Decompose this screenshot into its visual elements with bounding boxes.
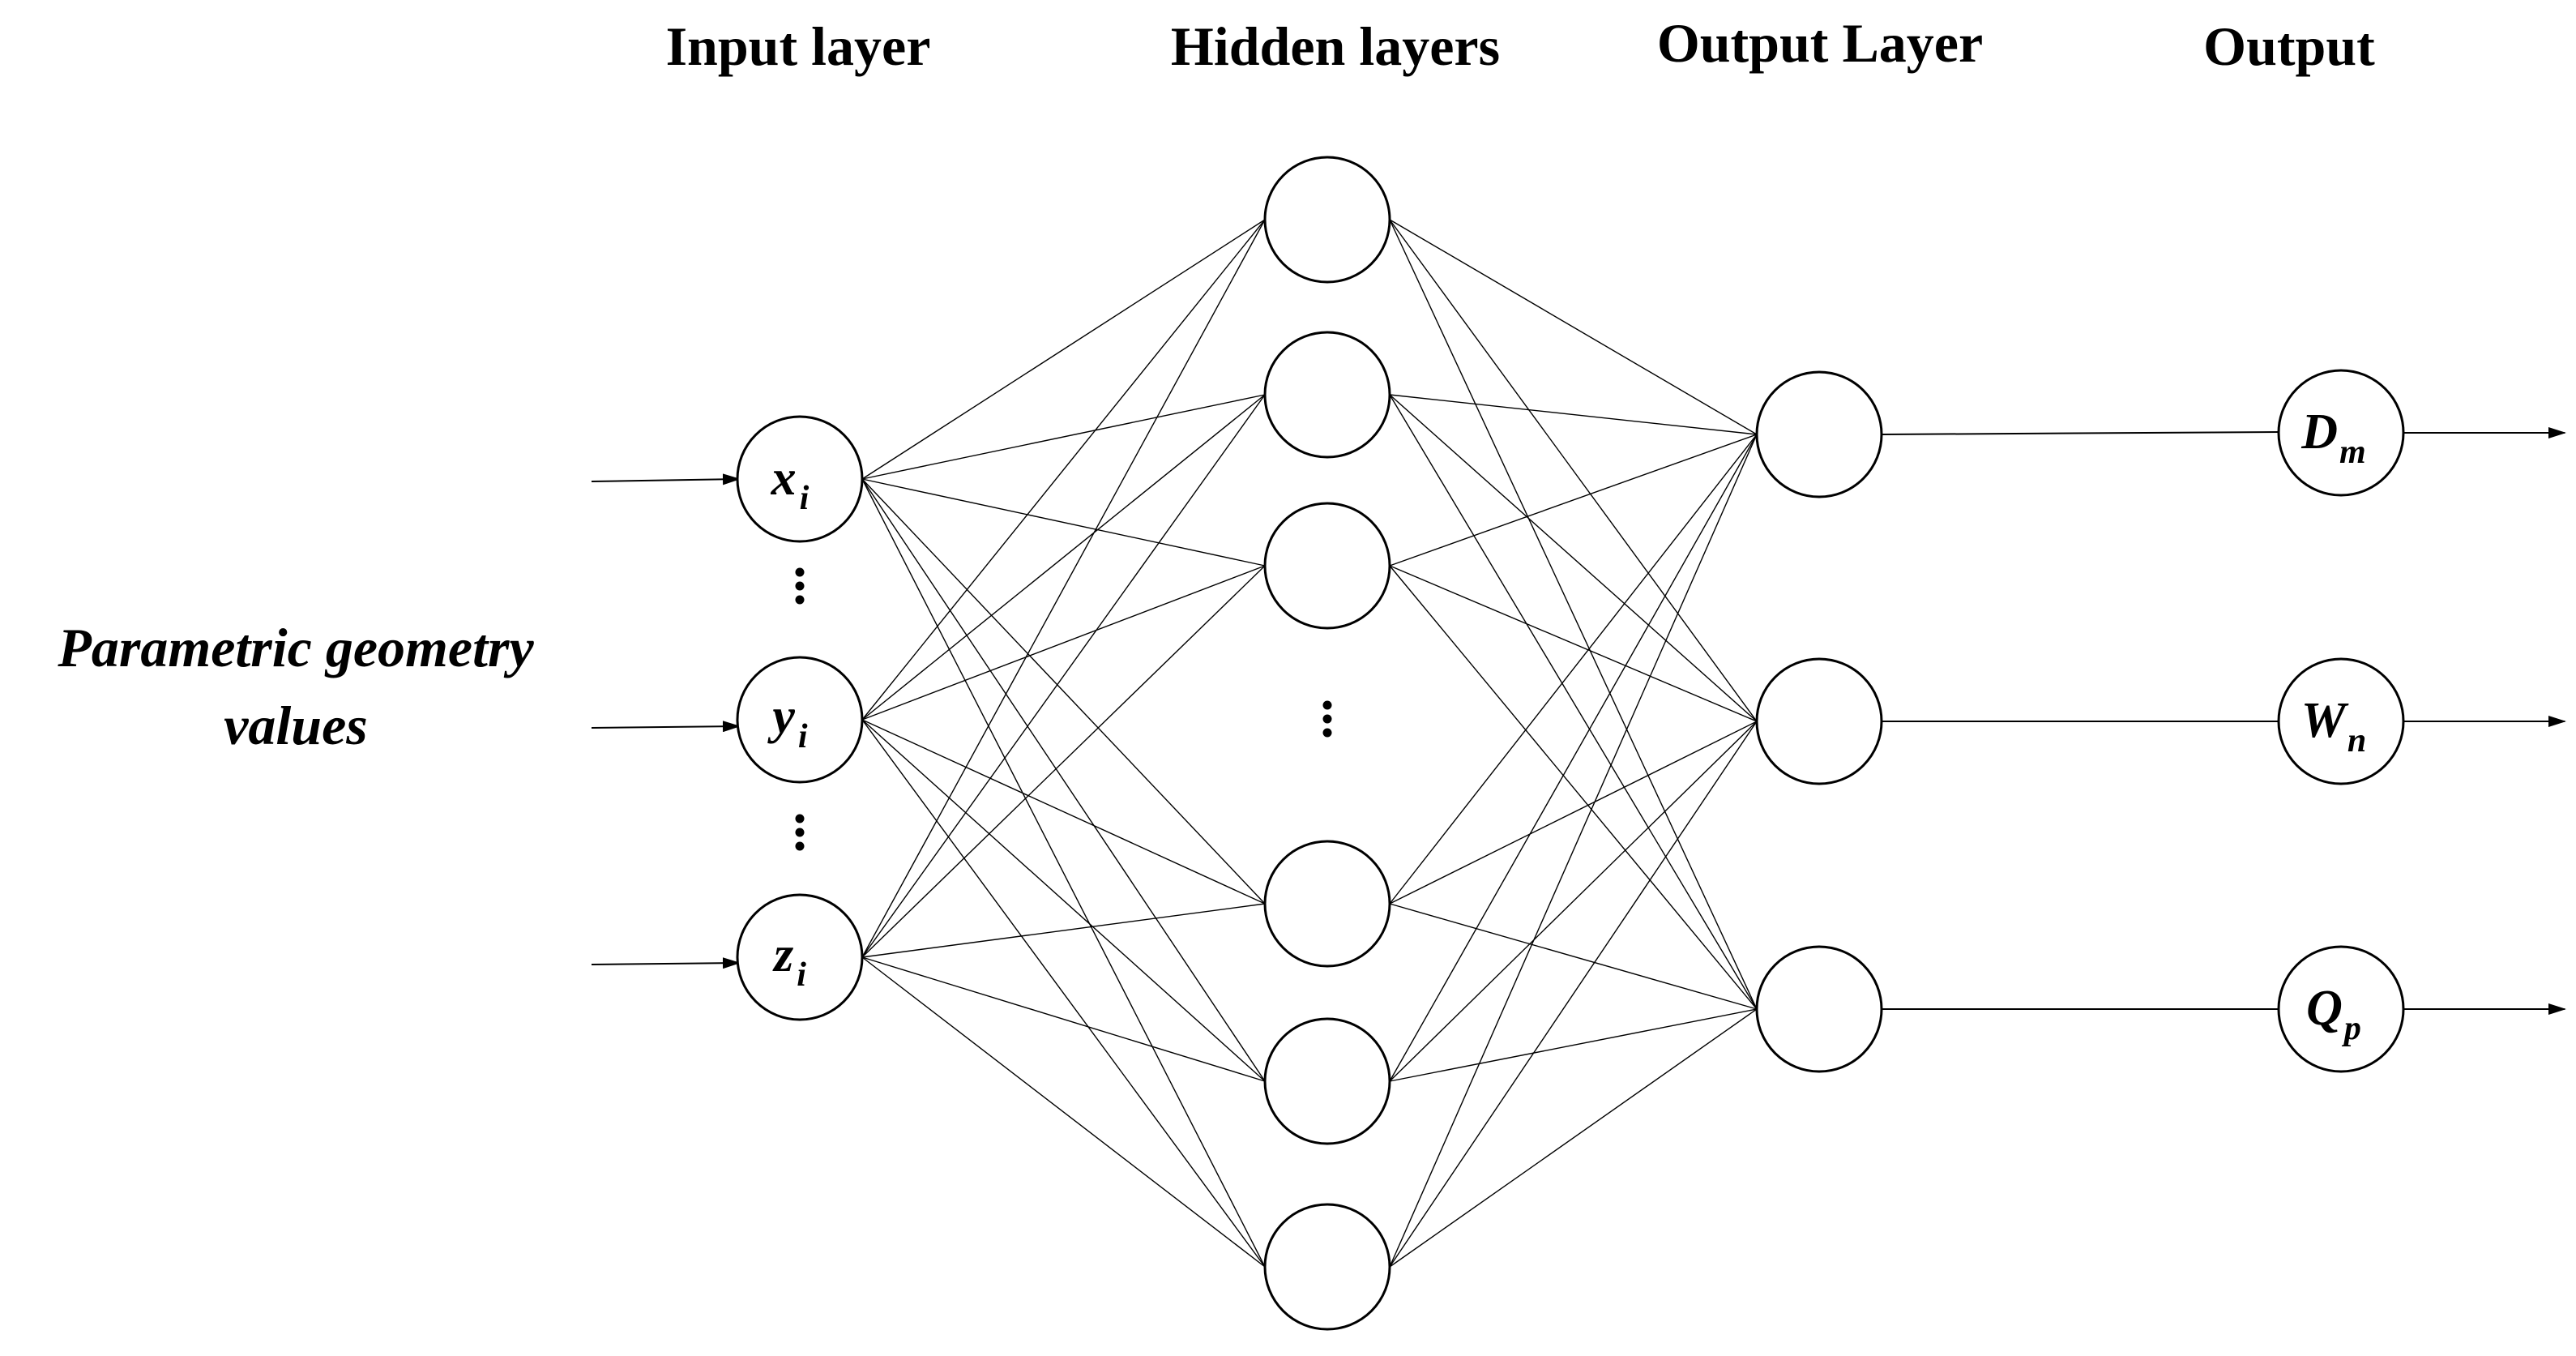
connection-input-1-hidden-0 <box>861 219 1266 721</box>
connection-input-0-hidden-3 <box>861 478 1266 905</box>
input-arrow-z <box>591 957 741 969</box>
connection-hidden-2-output-2 <box>1389 565 1758 1010</box>
connection-input-2-hidden-5 <box>861 956 1266 1268</box>
hidden-node-4 <box>1263 840 1391 968</box>
output-node-d <box>2277 369 2405 497</box>
hidden-node-3 <box>1263 502 1391 630</box>
input-node-x <box>736 415 864 543</box>
connection-input-1-hidden-5 <box>861 719 1266 1268</box>
input-node-y <box>736 656 864 784</box>
connection-hidden-1-output-1 <box>1389 394 1758 722</box>
hidden-node-2 <box>1263 331 1391 459</box>
connection-input-0-hidden-4 <box>861 478 1266 1082</box>
side-label-line2: values <box>224 695 368 756</box>
connection-hidden-3-output-1 <box>1389 721 1758 905</box>
connection-hidden-4-output-1 <box>1389 721 1758 1082</box>
hidden-node-5 <box>1263 1017 1391 1145</box>
connection-input-2-hidden-1 <box>861 394 1266 958</box>
connection-hidden-1-output-2 <box>1389 394 1758 1010</box>
input-label-x: xi <box>771 451 810 517</box>
connection-input-0-hidden-5 <box>861 478 1266 1268</box>
ellipsis-input-lower <box>795 814 805 851</box>
connection-hidden-4-output-2 <box>1389 1008 1758 1082</box>
output-layer-node-2 <box>1755 657 1883 785</box>
output-line-d <box>1881 431 2279 435</box>
side-label-line1: Parametric geometry <box>57 617 534 678</box>
connection-input-2-hidden-0 <box>861 219 1266 958</box>
output-header: Output <box>2203 15 2375 77</box>
connection-hidden-0-output-2 <box>1389 219 1758 1010</box>
hidden-layers-header: Hidden layers <box>1171 15 1500 77</box>
connections <box>861 219 1758 1268</box>
output-node-w <box>2277 657 2405 785</box>
connection-hidden-0-output-0 <box>1389 219 1758 435</box>
connection-input-2-hidden-4 <box>861 956 1266 1082</box>
output-layer-node-3 <box>1755 945 1883 1073</box>
connection-hidden-5-output-2 <box>1389 1008 1758 1268</box>
input-arrow-x <box>591 473 741 486</box>
hidden-node-6 <box>1263 1203 1391 1331</box>
hidden-node-1 <box>1263 156 1391 284</box>
connection-input-0-hidden-1 <box>861 394 1266 480</box>
output-layer-header: Output Layer <box>1657 12 1983 74</box>
output-label-q: Qp <box>2306 981 2361 1047</box>
connection-input-1-hidden-2 <box>861 565 1266 721</box>
connection-input-2-hidden-3 <box>861 903 1266 958</box>
ellipsis-hidden <box>1322 700 1332 738</box>
input-node-z <box>736 893 864 1021</box>
connection-hidden-5-output-1 <box>1389 721 1758 1268</box>
connection-hidden-1-output-0 <box>1389 394 1758 435</box>
connection-input-2-hidden-2 <box>861 565 1266 958</box>
ellipsis-input-upper <box>795 567 805 605</box>
connection-input-0-hidden-0 <box>861 219 1266 480</box>
connection-hidden-2-output-0 <box>1389 434 1758 567</box>
input-label-z: zi <box>772 927 806 994</box>
output-label-w: Wn <box>2301 693 2367 759</box>
connection-input-1-hidden-3 <box>861 719 1266 905</box>
connection-hidden-2-output-1 <box>1389 565 1758 722</box>
connection-hidden-0-output-1 <box>1389 219 1758 722</box>
connection-input-1-hidden-4 <box>861 719 1266 1082</box>
output-label-d: Dm <box>2300 404 2365 471</box>
output-layer-node-1 <box>1755 370 1883 498</box>
connection-hidden-3-output-0 <box>1389 434 1758 905</box>
input-arrow-y <box>591 721 741 733</box>
connection-hidden-3-output-2 <box>1389 903 1758 1010</box>
connection-hidden-4-output-0 <box>1389 434 1758 1082</box>
connection-input-0-hidden-2 <box>861 478 1266 567</box>
connection-hidden-5-output-0 <box>1389 434 1758 1268</box>
input-layer-header: Input layer <box>666 15 931 77</box>
connection-input-1-hidden-1 <box>861 394 1266 721</box>
output-node-q <box>2277 945 2405 1073</box>
